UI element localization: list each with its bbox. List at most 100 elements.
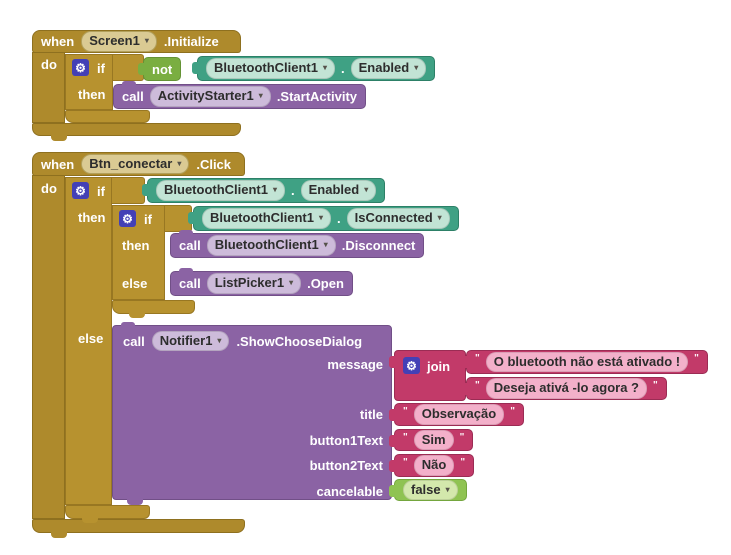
when-screen1-block-header[interactable]: when Screen1 ▾ .Initialize: [32, 30, 241, 53]
quote-mark: ": [510, 406, 515, 417]
call-label: call: [123, 333, 145, 349]
dropdown-value: BluetoothClient1: [210, 210, 314, 226]
when-screen1-block-bottom[interactable]: [32, 123, 241, 141]
component-dropdown[interactable]: BluetoothClient1 ▾: [206, 235, 336, 256]
mutator-gear-icon[interactable]: ⚙: [72, 182, 89, 199]
dropdown-value: ActivityStarter1: [157, 88, 254, 104]
param-title-label: title: [359, 407, 383, 422]
next-statement-tab: [51, 532, 67, 538]
string-text-field[interactable]: Sim: [413, 429, 454, 451]
component-dropdown[interactable]: BluetoothClient1 ▾: [156, 180, 286, 201]
btnconectar-component-dropdown[interactable]: Btn_conectar ▾: [81, 153, 190, 175]
when-screen1-block-spine[interactable]: [32, 52, 65, 123]
if-block-bottom[interactable]: [65, 110, 150, 123]
string-text-field[interactable]: Deseja ativá -lo agora ?: [485, 378, 647, 399]
dropdown-value: BluetoothClient1: [214, 60, 318, 76]
when-btnconectar-block-spine[interactable]: [32, 175, 65, 519]
method-name-label: .ShowChooseDialog: [236, 333, 363, 349]
if-label: if: [144, 212, 152, 227]
dot-separator: .: [291, 183, 295, 198]
component-dropdown[interactable]: BluetoothClient1 ▾: [202, 208, 332, 229]
text-string-block-message2[interactable]: " Deseja ativá -lo agora ? ": [461, 377, 667, 400]
outer-if-block-spine[interactable]: [65, 177, 112, 505]
string-text-field[interactable]: O bluetooth não está ativado !: [485, 351, 689, 373]
property-dropdown[interactable]: Enabled ▾: [300, 180, 377, 201]
when-btnconectar-block-header[interactable]: when Btn_conectar ▾ .Click: [32, 152, 245, 176]
screen1-component-dropdown[interactable]: Screen1 ▾: [81, 31, 157, 52]
else-label: else: [78, 331, 104, 346]
quote-mark: ": [460, 457, 466, 468]
property-dropdown[interactable]: IsConnected ▾: [346, 208, 450, 229]
dropdown-value: BluetoothClient1: [214, 237, 319, 253]
quote-mark: ": [694, 353, 699, 364]
param-button1text-label: button1Text: [309, 433, 383, 448]
not-label: not: [152, 61, 173, 77]
do-label: do: [41, 57, 57, 72]
text-string-block-button1[interactable]: " Sim ": [388, 429, 474, 451]
call-bluetoothclient-disconnect-block[interactable]: call BluetoothClient1 ▾ .Disconnect: [170, 230, 425, 258]
call-activitystarter-startactivity-block[interactable]: call ActivityStarter1 ▾ .StartActivity: [113, 81, 367, 109]
boolean-dropdown[interactable]: false ▾: [403, 479, 458, 501]
event-name-label: .Initialize: [163, 34, 219, 49]
dropdown-arrow-icon: ▾: [289, 278, 294, 288]
bluetoothclient1-enabled-getter-block[interactable]: BluetoothClient1 ▾ . Enabled ▾: [141, 178, 386, 203]
text-string-block-button2[interactable]: " Não ": [388, 454, 475, 477]
logic-not-block[interactable]: not: [137, 57, 182, 81]
text-join-block[interactable]: ⚙ join: [389, 350, 466, 401]
string-text-field[interactable]: Não: [413, 455, 455, 476]
bluetoothclient1-enabled-getter-block[interactable]: BluetoothClient1 ▾ . Enabled ▾: [191, 56, 436, 81]
dropdown-value: BluetoothClient1: [164, 182, 268, 198]
mutator-gear-icon[interactable]: ⚙: [72, 59, 89, 76]
bluetoothclient1-isconnected-getter-block[interactable]: BluetoothClient1 ▾ . IsConnected ▾: [188, 206, 459, 231]
component-dropdown[interactable]: Notifier1 ▾: [151, 331, 230, 352]
next-statement-tab: [127, 499, 143, 505]
property-dropdown[interactable]: Enabled ▾: [350, 58, 427, 79]
component-dropdown[interactable]: ActivityStarter1 ▾: [149, 86, 271, 107]
dropdown-arrow-icon: ▾: [273, 185, 278, 195]
quote-mark: ": [459, 432, 465, 443]
inner-if-block-bottom[interactable]: [112, 300, 195, 318]
quote-mark: ": [403, 406, 408, 417]
logic-false-block[interactable]: false ▾: [389, 479, 467, 501]
then-label: then: [78, 210, 106, 225]
when-label: when: [41, 34, 75, 49]
dropdown-arrow-icon: ▾: [177, 158, 182, 168]
quote-mark: ": [403, 432, 408, 443]
param-cancelable-label: cancelable: [316, 484, 384, 499]
component-dropdown[interactable]: BluetoothClient1 ▾: [206, 58, 336, 79]
text-string-block-message1[interactable]: " O bluetooth não está ativado ! ": [461, 350, 708, 374]
next-statement-tab: [82, 517, 98, 523]
text-string-block-title[interactable]: " Observação ": [389, 403, 524, 426]
dropdown-arrow-icon: ▾: [364, 185, 369, 195]
quote-mark: ": [475, 380, 480, 391]
string-text-field[interactable]: Observação: [413, 404, 505, 425]
component-dropdown[interactable]: ListPicker1 ▾: [206, 273, 302, 294]
dropdown-arrow-icon: ▾: [319, 213, 324, 223]
dropdown-arrow-icon: ▾: [323, 240, 328, 250]
method-name-label: .Open: [307, 276, 344, 291]
mutator-gear-icon[interactable]: ⚙: [119, 210, 136, 227]
call-listpicker-open-block[interactable]: call ListPicker1 ▾ .Open: [170, 268, 353, 296]
then-label: then: [122, 238, 150, 253]
if-label: if: [97, 184, 105, 199]
method-name-label: .StartActivity: [276, 89, 358, 104]
do-label: do: [41, 181, 57, 196]
event-name-label: .Click: [196, 156, 232, 172]
dropdown-value: Enabled: [308, 182, 360, 198]
dropdown-arrow-icon: ▾: [144, 36, 149, 46]
mutator-gear-icon[interactable]: ⚙: [403, 357, 420, 374]
method-name-label: .Disconnect: [341, 238, 416, 253]
dropdown-value: false: [411, 481, 441, 497]
dropdown-arrow-icon: ▾: [258, 91, 263, 101]
dropdown-value: ListPicker1: [214, 275, 285, 291]
when-btnconectar-block-bottom[interactable]: [32, 519, 245, 538]
dropdown-value: Btn_conectar: [89, 155, 173, 171]
dropdown-value: IsConnected: [354, 210, 433, 226]
dot-separator: .: [341, 61, 345, 76]
join-label: join: [427, 359, 451, 374]
then-label: then: [78, 87, 106, 102]
outer-if-block-bottom[interactable]: [65, 505, 150, 523]
call-notifier-showchoosedialog-block[interactable]: call Notifier1 ▾ .ShowChooseDialog messa…: [112, 322, 392, 505]
param-message-label: message: [327, 357, 383, 372]
